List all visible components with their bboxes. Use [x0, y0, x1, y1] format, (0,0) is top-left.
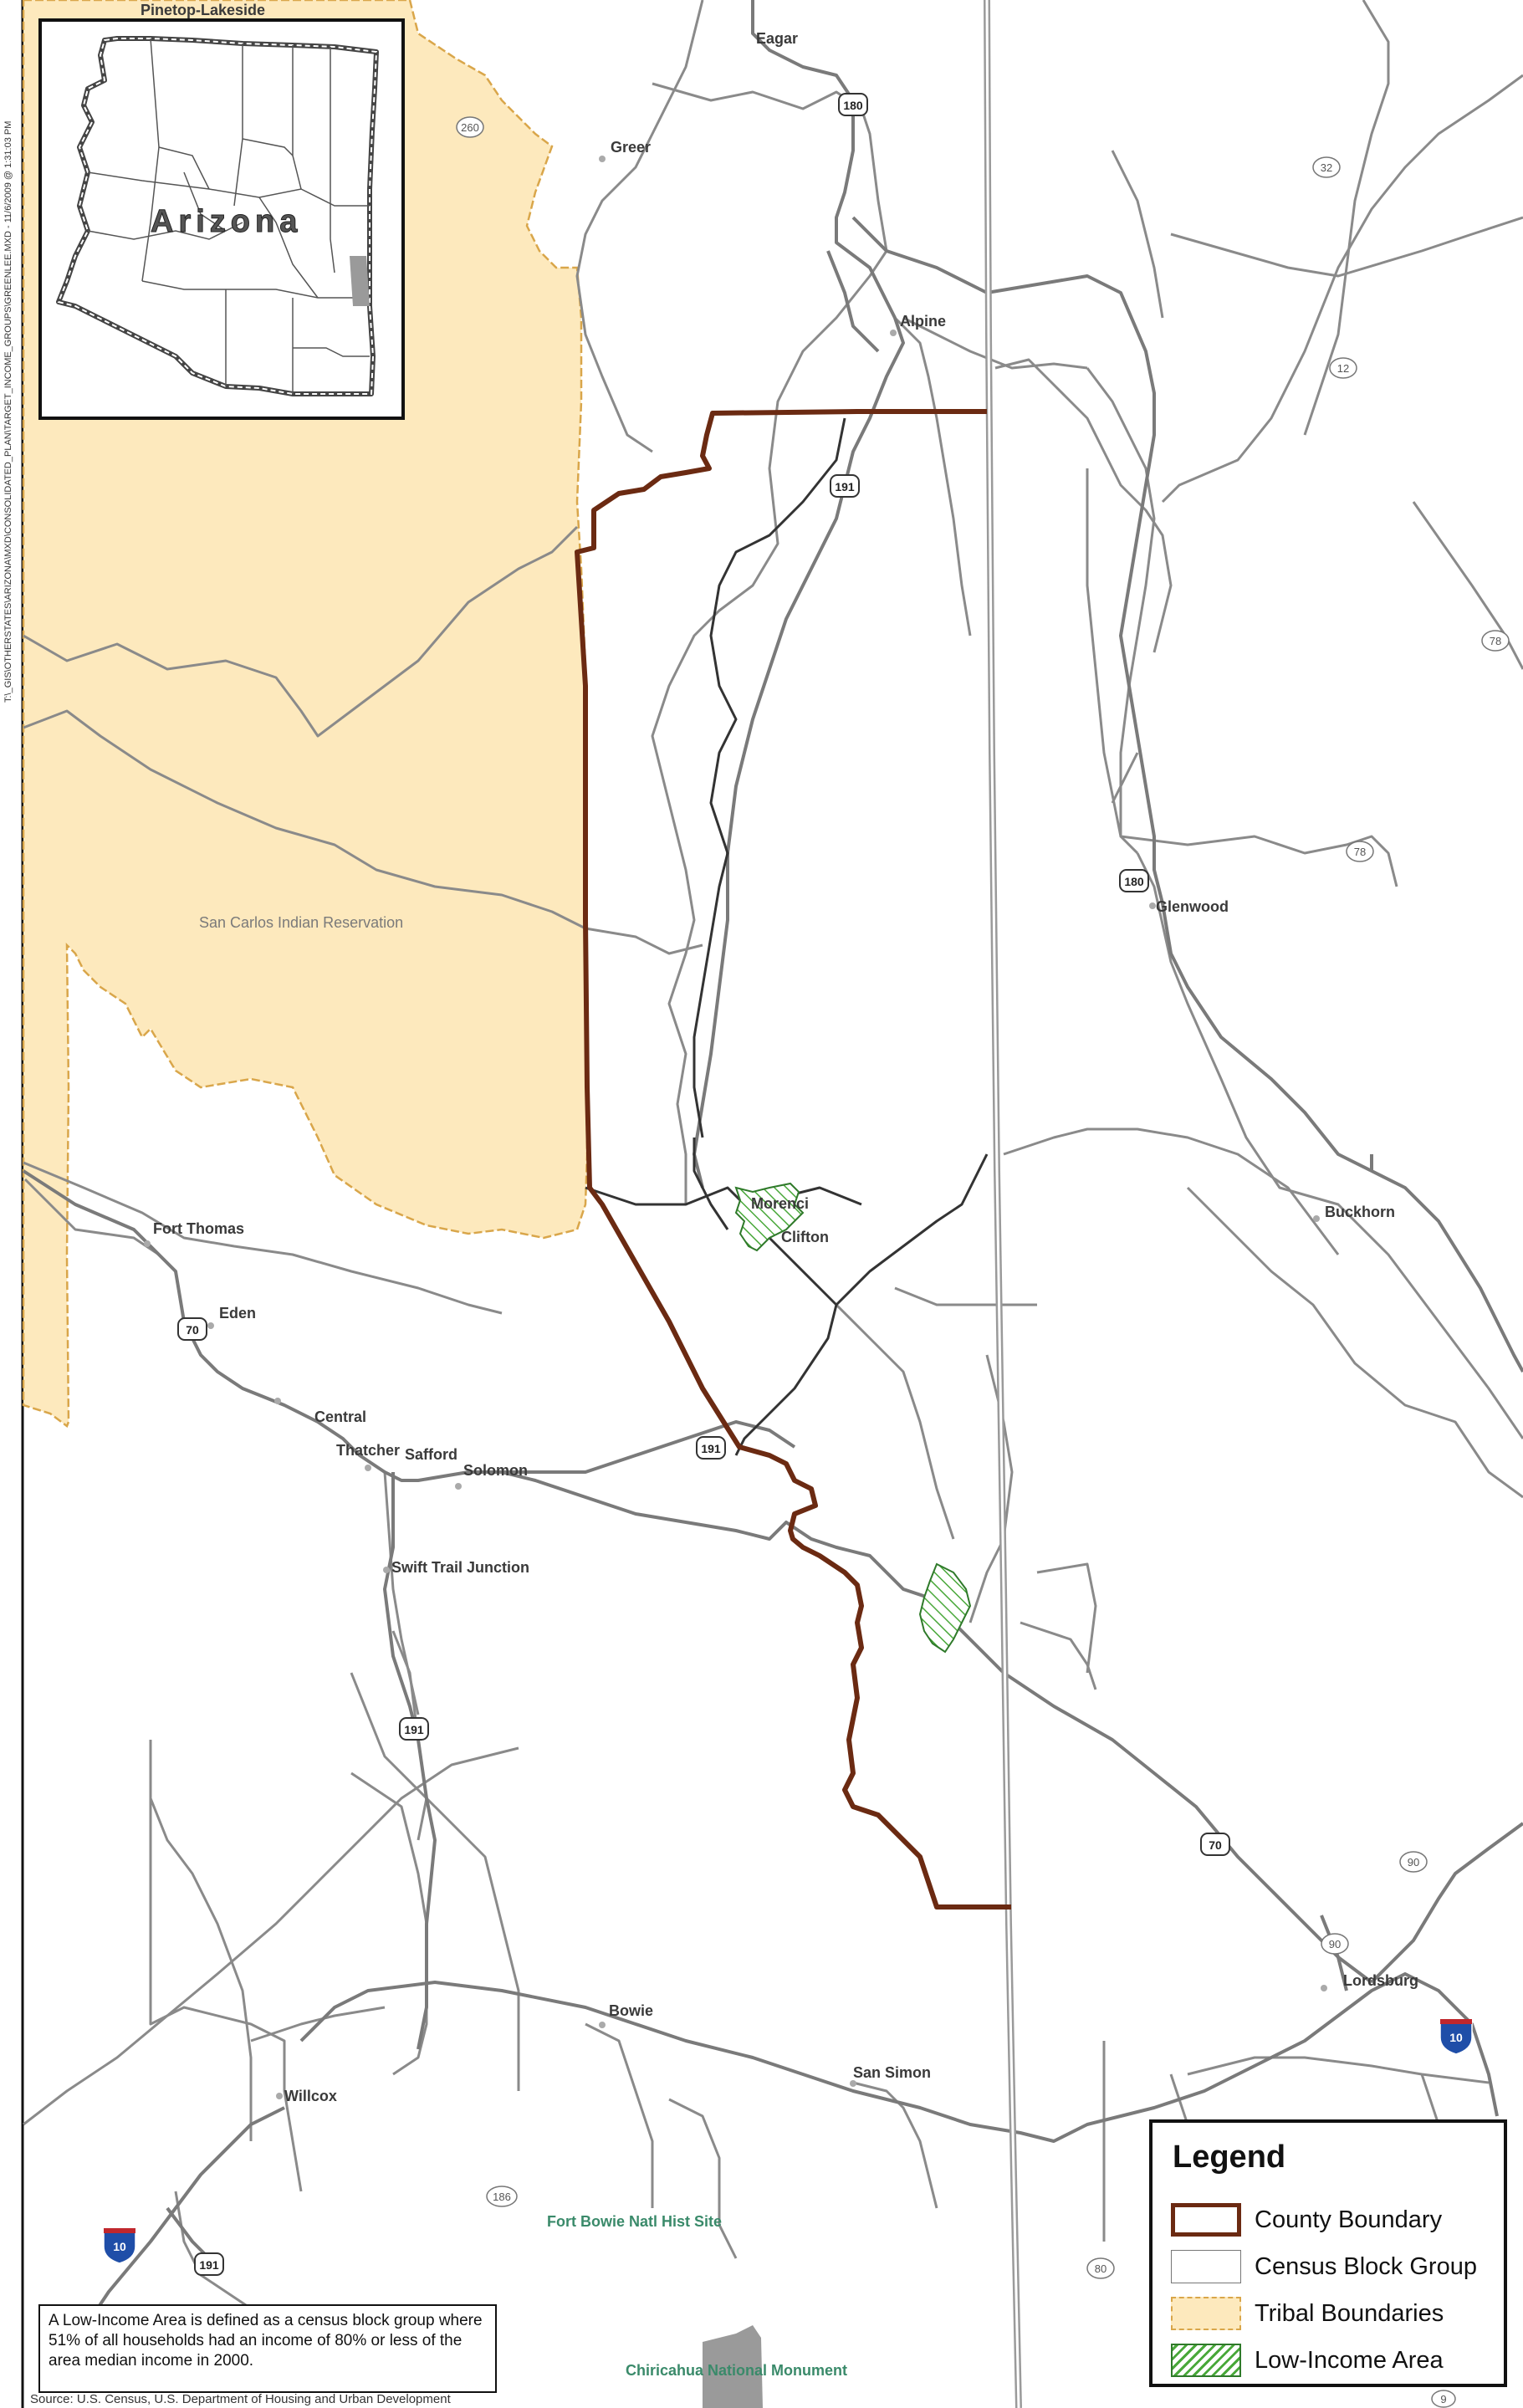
label-fort-thomas: Fort Thomas	[153, 1220, 244, 1237]
label-alpine: Alpine	[900, 313, 946, 330]
legend-panel: Legend County Boundary Census Block Grou…	[1149, 2119, 1507, 2387]
label-san-simon: San Simon	[853, 2064, 931, 2081]
svg-text:180: 180	[1124, 875, 1144, 888]
label-willcox: Willcox	[284, 2088, 337, 2104]
oval-route-90-north: 90	[1399, 1851, 1428, 1873]
label-thatcher: Thatcher	[336, 1442, 400, 1459]
town-markers	[144, 156, 1327, 2099]
svg-text:10: 10	[113, 2240, 126, 2253]
label-safford: Safford	[405, 1446, 457, 1463]
legend-swatch-county-boundary	[1171, 2203, 1241, 2237]
oval-route-80: 80	[1086, 2257, 1115, 2279]
legend-swatch-low-income-area	[1171, 2344, 1241, 2377]
label-eden: Eden	[219, 1305, 256, 1322]
svg-text:78: 78	[1490, 635, 1501, 647]
chiricahua-monument-area	[703, 2325, 763, 2408]
svg-text:260: 260	[461, 121, 479, 134]
svg-text:90: 90	[1329, 1938, 1341, 1950]
svg-text:90: 90	[1408, 1856, 1419, 1869]
oval-route-186: 186	[486, 2186, 518, 2207]
county-boundary[interactable]	[575, 409, 1011, 1910]
oval-route-78-south: 78	[1346, 841, 1374, 862]
svg-text:191: 191	[199, 2258, 219, 2272]
state-line-az-nm	[984, 0, 1022, 2408]
oval-route-12: 12	[1329, 357, 1357, 379]
file-path-annotation: T:\_GIS\OTHERSTATES\ARIZONA\MXD\CONSOLID…	[3, 33, 20, 703]
legend-label-census-block-group: Census Block Group	[1255, 2253, 1477, 2280]
label-san-carlos: San Carlos Indian Reservation	[199, 914, 403, 931]
inset-arizona-outline	[56, 36, 379, 396]
legend-title: Legend	[1173, 2140, 1286, 2175]
legend-swatch-census-block-group	[1171, 2250, 1241, 2283]
svg-text:70: 70	[186, 1323, 199, 1337]
shield-us-191-north: 191	[830, 474, 860, 498]
inset-locator-map: Arizona	[38, 18, 405, 420]
label-morenci: Morenci	[751, 1195, 809, 1212]
route-shields: 180 191 180 70 191 191 70 191	[103, 93, 1510, 2408]
label-fort-bowie: Fort Bowie Natl Hist Site	[547, 2213, 722, 2230]
svg-text:9: 9	[1440, 2393, 1446, 2405]
oval-route-32: 32	[1312, 156, 1341, 178]
shield-us-70-eden: 70	[177, 1317, 207, 1341]
label-greer: Greer	[611, 139, 651, 156]
label-buckhorn: Buckhorn	[1325, 1204, 1395, 1220]
svg-text:12: 12	[1337, 362, 1349, 375]
label-glenwood: Glenwood	[1156, 898, 1229, 915]
oval-route-260: 260	[456, 116, 484, 138]
census-block-groups	[23, 0, 1523, 2310]
shield-us-191-willcox: 191	[194, 2252, 224, 2276]
label-solomon: Solomon	[463, 1462, 528, 1479]
shield-us-191-safford: 191	[696, 1436, 726, 1460]
shield-us-191-south: 191	[399, 1717, 429, 1741]
shield-us-180-glenwood: 180	[1119, 869, 1149, 892]
source-credit: Source: U.S. Census, U.S. Department of …	[30, 2392, 451, 2406]
svg-text:10: 10	[1449, 2031, 1463, 2044]
label-eagar: Eagar	[756, 30, 798, 47]
interstate-10-az: 10	[103, 2228, 136, 2264]
svg-text:191: 191	[404, 1723, 424, 1736]
interstate-10-nm: 10	[1439, 2019, 1473, 2055]
oval-route-9: 9	[1431, 2390, 1456, 2408]
file-path-text: T:\_GIS\OTHERSTATES\ARIZONA\MXD\CONSOLID…	[3, 120, 13, 703]
label-chiricahua: Chiricahua National Monument	[626, 2362, 847, 2379]
low-income-area-southeast[interactable]	[918, 1562, 972, 1654]
oval-route-90-south: 90	[1321, 1933, 1349, 1955]
svg-text:186: 186	[493, 2191, 511, 2203]
svg-text:78: 78	[1354, 846, 1366, 858]
inset-title: Arizona	[150, 204, 303, 240]
label-swift-trail-junction: Swift Trail Junction	[391, 1559, 529, 1576]
svg-text:191: 191	[835, 480, 855, 493]
low-income-area-morenci-clifton[interactable]	[734, 1182, 805, 1252]
svg-text:180: 180	[843, 99, 863, 112]
svg-text:80: 80	[1095, 2262, 1106, 2275]
svg-text:70: 70	[1209, 1838, 1222, 1852]
legend-label-low-income-area: Low-Income Area	[1255, 2347, 1444, 2374]
label-bowie: Bowie	[609, 2002, 653, 2019]
shield-us-180-north: 180	[838, 93, 868, 116]
svg-text:32: 32	[1321, 161, 1332, 174]
low-income-definition-note: A Low-Income Area is defined as a census…	[38, 2304, 497, 2393]
label-lordsburg: Lordsburg	[1343, 1972, 1418, 1989]
label-pinetop-lakeside: Pinetop-Lakeside	[141, 2, 265, 18]
label-central: Central	[314, 1409, 366, 1425]
legend-label-tribal-boundaries: Tribal Boundaries	[1255, 2300, 1444, 2327]
shield-us-70-nm: 70	[1200, 1833, 1230, 1856]
label-clifton: Clifton	[781, 1229, 829, 1245]
legend-label-county-boundary: County Boundary	[1255, 2206, 1443, 2233]
oval-route-78-north: 78	[1481, 630, 1510, 652]
svg-text:191: 191	[701, 1442, 721, 1455]
legend-swatch-tribal-boundaries	[1171, 2297, 1241, 2330]
